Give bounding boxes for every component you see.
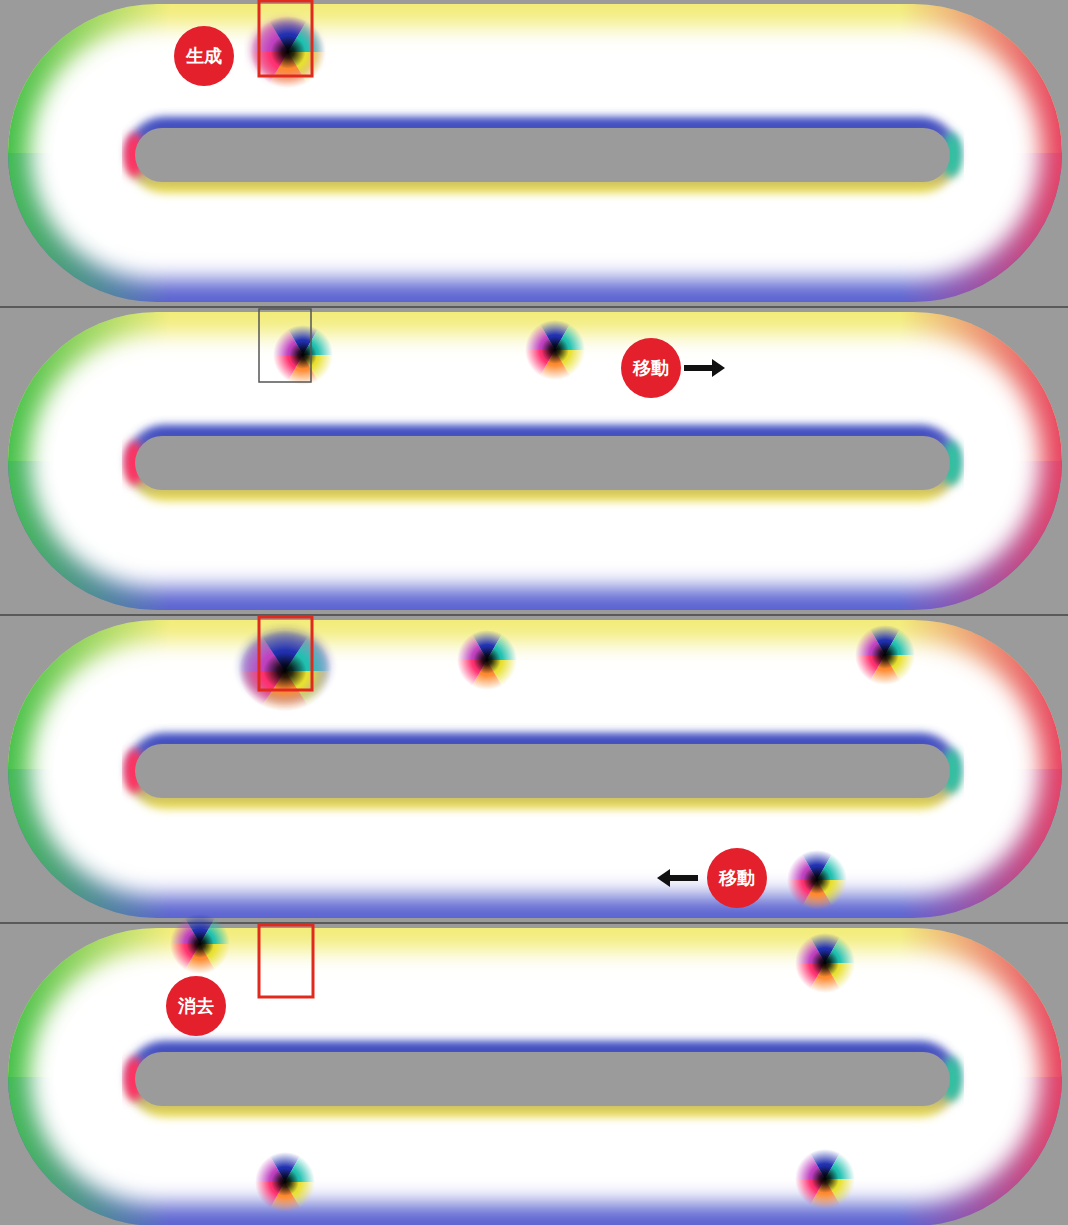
badge-label: 生成 <box>186 46 222 66</box>
badge-label: 消去 <box>178 996 214 1016</box>
panel-2 <box>0 308 1068 614</box>
panel-3 <box>0 616 1068 922</box>
step-badge: 消去 <box>166 976 226 1036</box>
direction-arrow-right <box>684 359 725 377</box>
step-badge: 移動 <box>621 338 681 398</box>
step-badge: 生成 <box>174 26 234 86</box>
step-badge: 移動 <box>707 848 767 908</box>
panel-4 <box>0 914 1068 1225</box>
badge-fill <box>166 976 226 1036</box>
badge-fill <box>621 338 681 398</box>
badge-fill <box>174 26 234 86</box>
direction-arrow-left <box>657 869 698 887</box>
badge-label: 移動 <box>719 868 755 888</box>
panel-1 <box>0 0 1068 306</box>
badge-label: 移動 <box>633 358 669 378</box>
badge-fill <box>707 848 767 908</box>
